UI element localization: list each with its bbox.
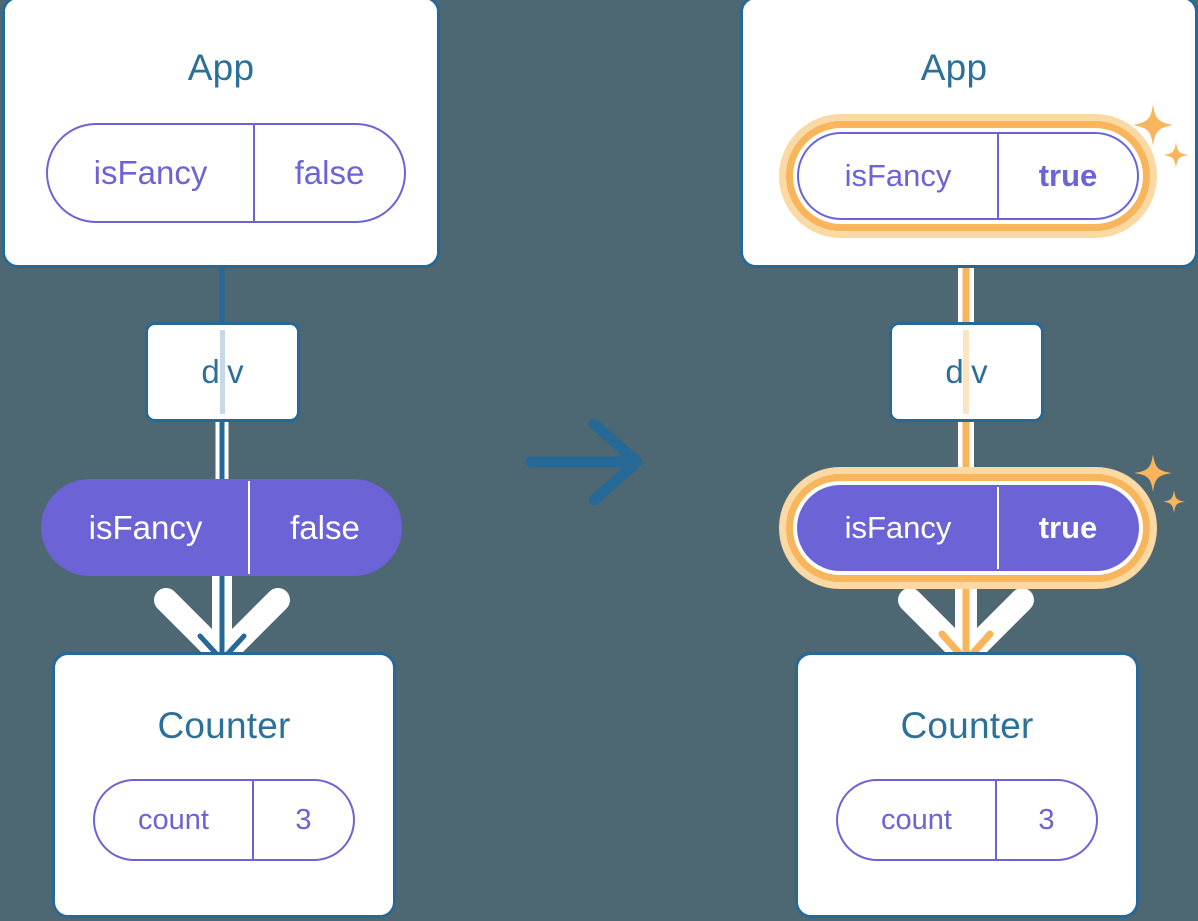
- counter-state-key-after: count: [881, 803, 952, 836]
- app-state-pill-after: isFancy true: [797, 132, 1139, 220]
- prop-pill-after-key: isFancy: [844, 510, 952, 545]
- sparkle-small-icon: [1163, 490, 1185, 513]
- prop-pill-after: isFancy true: [797, 485, 1139, 571]
- counter-card-after-title: Counter: [900, 705, 1034, 746]
- app-card-after-title: App: [920, 47, 988, 88]
- arrow-right-icon: [525, 418, 643, 506]
- prop-pill-after-value: true: [997, 487, 1137, 569]
- sparkle-small-icon: [1163, 142, 1189, 168]
- app-state-key-before: isFancy: [93, 154, 208, 191]
- sparkles-app-after: [1133, 104, 1189, 168]
- counter-card-before: Counter count 3: [52, 652, 396, 918]
- prop-pill-before: isFancy false: [41, 479, 402, 576]
- sparkles-prop-after: [1134, 454, 1185, 513]
- div-node-before-inner-line: [220, 330, 225, 414]
- sparkle-large-icon: [1133, 104, 1173, 146]
- app-state-key-after: isFancy: [844, 158, 952, 193]
- app-state-value-after: true: [997, 134, 1137, 218]
- counter-state-value-before: 3: [252, 781, 353, 859]
- sparkle-large-icon: [1134, 454, 1172, 492]
- app-state-pill-before: isFancy false: [46, 123, 406, 223]
- counter-card-before-title: Counter: [157, 705, 291, 746]
- prop-pill-before-key: isFancy: [88, 508, 203, 546]
- app-state-pill-after-ring: [786, 121, 1150, 231]
- app-card-before: App isFancy false: [2, 0, 440, 268]
- app-state-value-before: false: [253, 125, 404, 221]
- app-state-pill-after-glow: [779, 114, 1157, 238]
- prop-pill-after-ring: [786, 474, 1150, 582]
- prop-pill-before-value: false: [248, 481, 400, 574]
- counter-state-pill-after: count 3: [836, 779, 1098, 861]
- counter-state-value-after: 3: [995, 781, 1096, 859]
- prop-pill-after-glow: [779, 467, 1157, 589]
- counter-state-key-before: count: [138, 803, 209, 836]
- app-card-before-title: App: [187, 47, 255, 88]
- counter-state-pill-before: count 3: [93, 779, 355, 861]
- div-node-after-inner-line: [963, 330, 969, 414]
- counter-card-after: Counter count 3: [795, 652, 1139, 918]
